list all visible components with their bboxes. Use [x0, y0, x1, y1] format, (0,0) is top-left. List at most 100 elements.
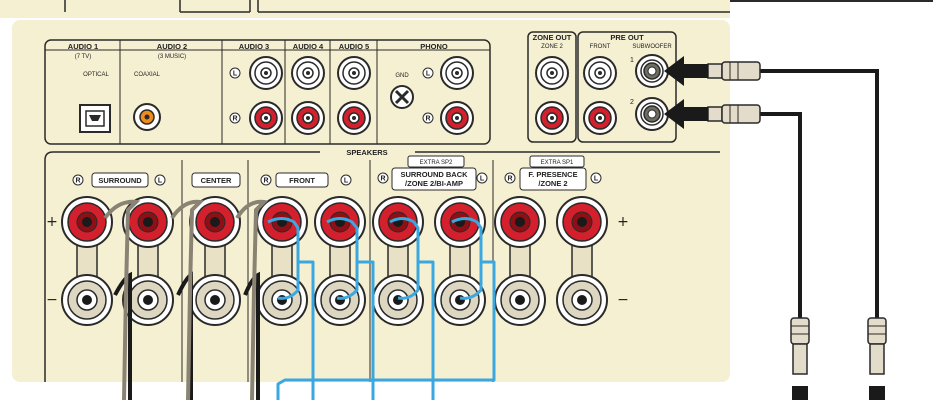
coaxial-jack[interactable]	[133, 103, 161, 131]
gnd-label: GND	[395, 73, 409, 79]
zone2-right-jack[interactable]	[535, 101, 569, 135]
speaker-run-1	[298, 260, 315, 400]
audio2-title: AUDIO 2	[157, 42, 187, 51]
terminal-minus-surround-r[interactable]	[61, 274, 113, 326]
svg-text:F. PRESENCE: F. PRESENCE	[528, 170, 577, 179]
subwoofer-arrow-2	[664, 99, 708, 129]
terminal-plus-surround-r[interactable]	[61, 196, 113, 248]
zone-out-title: ZONE OUT	[533, 33, 572, 42]
svg-text:R: R	[75, 178, 80, 185]
svg-text:L: L	[426, 71, 431, 78]
subwoofer-cable-1	[760, 69, 879, 318]
speaker-wire-sb-l	[451, 217, 483, 300]
speaker-wire-group	[267, 217, 496, 400]
svg-text:L: L	[158, 178, 163, 185]
phono-right-jack[interactable]	[440, 101, 474, 135]
phono-left-jack[interactable]	[440, 56, 474, 90]
optical-port[interactable]	[79, 104, 111, 133]
front-right-preout-jack[interactable]	[583, 101, 617, 135]
audio4-right-jack[interactable]	[291, 101, 325, 135]
terminal-plus-front-r[interactable]	[256, 196, 308, 248]
zone-out-frame	[527, 31, 577, 143]
speaker-terminal-group	[61, 196, 608, 326]
vertical-plug-right	[867, 317, 887, 400]
svg-text:CENTER: CENTER	[201, 176, 232, 185]
speaker-run-2	[357, 260, 375, 400]
zone2-left-jack[interactable]	[535, 56, 569, 90]
speaker-run-4	[276, 260, 496, 400]
terminal-plus-front-l[interactable]	[314, 196, 366, 248]
speaker-cable-gray-3	[235, 199, 269, 400]
vertical-plug-left	[790, 317, 810, 400]
subwoofer-cable-group	[760, 69, 879, 318]
minus-sign-right: −	[617, 292, 629, 308]
terminal-plus-surround-back-l[interactable]	[434, 196, 486, 248]
right-mark: R	[229, 112, 241, 124]
speaker-run-3	[418, 260, 435, 400]
optical-label: OPTICAL	[83, 72, 109, 78]
plus-sign-left: +	[46, 214, 58, 230]
speaker-cable-gray-group	[103, 199, 269, 400]
audio3-left-jack[interactable]	[249, 56, 283, 90]
pre-out-front: FRONT	[590, 44, 611, 50]
svg-text:R: R	[507, 176, 512, 183]
front-left-preout-jack[interactable]	[583, 56, 617, 90]
phono-right-mark: R	[422, 112, 434, 124]
coaxial-label: COAXIAL	[134, 72, 161, 78]
terminal-plus-center[interactable]	[189, 196, 241, 248]
audio-input-frame	[44, 39, 491, 145]
svg-text:/ZONE 2: /ZONE 2	[538, 179, 567, 188]
audio5-title: AUDIO 5	[339, 42, 369, 51]
rca-jack-group	[249, 54, 669, 135]
speaker-label-surround: R SURROUND L	[72, 172, 166, 188]
terminal-minus-surround-l[interactable]	[122, 274, 174, 326]
pre-out-frame	[577, 31, 677, 143]
terminal-minus-surround-back-r[interactable]	[372, 274, 424, 326]
left-mark: L	[229, 67, 241, 79]
subwoofer1-jack[interactable]	[635, 54, 669, 88]
terminal-plus-presence-r[interactable]	[494, 196, 546, 248]
subwoofer-2-label: 2	[630, 99, 634, 106]
subwoofer2-jack[interactable]	[635, 97, 669, 131]
audio3-title: AUDIO 3	[239, 42, 269, 51]
speaker-wire-front-l	[326, 217, 359, 300]
subwoofer-plug-2	[707, 104, 761, 124]
speaker-wire-front-r	[267, 217, 300, 300]
terminal-minus-presence-l[interactable]	[556, 274, 608, 326]
pre-out-subwoofer: SUBWOOFER	[632, 44, 672, 50]
audio1-sub: (7 TV)	[75, 54, 92, 60]
minus-sign-left: −	[46, 292, 58, 308]
speaker-cable-gray-1	[103, 199, 141, 400]
terminal-minus-surround-back-l[interactable]	[434, 274, 486, 326]
subwoofer-cable-2	[760, 112, 802, 318]
subwoofer-arrow-1	[664, 56, 708, 86]
svg-text:SURROUND BACK: SURROUND BACK	[400, 170, 468, 179]
svg-text:EXTRA SP1: EXTRA SP1	[541, 160, 574, 166]
audio2-sub: (3 MUSIC)	[158, 54, 186, 60]
plus-sign-right: +	[617, 214, 629, 230]
svg-text:FRONT: FRONT	[289, 176, 315, 185]
audio5-left-jack[interactable]	[337, 56, 371, 90]
terminal-plus-presence-l[interactable]	[556, 196, 608, 248]
audio1-title: AUDIO 1	[68, 42, 98, 51]
phono-left-mark: L	[422, 67, 434, 79]
subwoofer-1-label: 1	[630, 57, 634, 64]
terminal-minus-presence-r[interactable]	[494, 274, 546, 326]
svg-text:R: R	[263, 178, 268, 185]
speaker-cable-black-1	[113, 271, 132, 400]
speaker-label-front: R FRONT L	[260, 172, 352, 188]
top-strip	[0, 0, 730, 18]
audio5-right-jack[interactable]	[337, 101, 371, 135]
terminal-minus-center[interactable]	[189, 274, 241, 326]
terminal-minus-front-l[interactable]	[314, 274, 366, 326]
svg-text:L: L	[344, 178, 349, 185]
audio3-right-jack[interactable]	[249, 101, 283, 135]
gnd-screw[interactable]	[390, 85, 414, 109]
svg-text:R: R	[425, 116, 430, 123]
svg-text:SURROUND: SURROUND	[98, 176, 142, 185]
audio4-left-jack[interactable]	[291, 56, 325, 90]
svg-text:EXTRA SP2: EXTRA SP2	[420, 160, 453, 166]
speaker-wire-sb-r	[389, 217, 420, 300]
terminal-plus-surround-l[interactable]	[122, 196, 174, 248]
